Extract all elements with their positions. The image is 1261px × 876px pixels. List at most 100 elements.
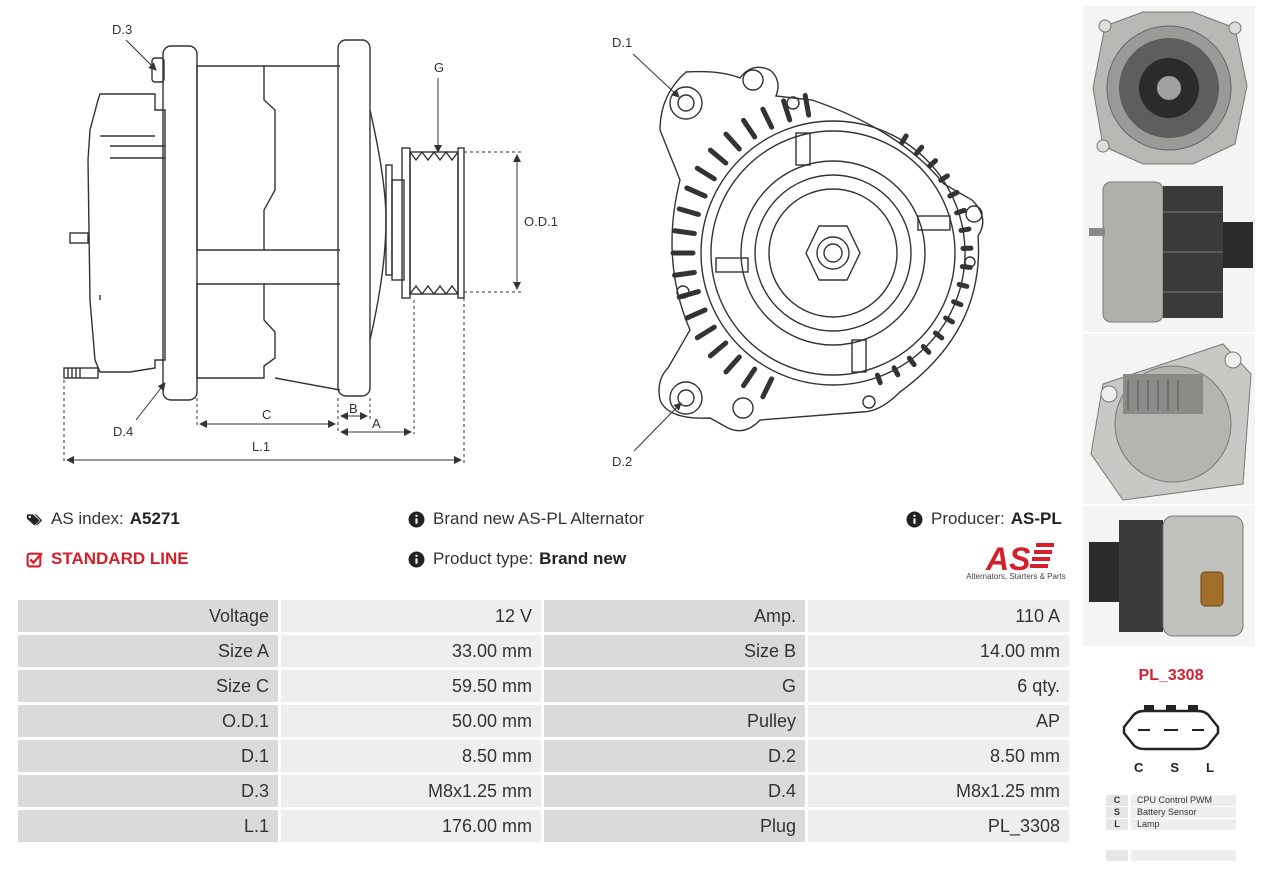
spec-value: 176.00 mm (281, 810, 541, 842)
spec-value: PL_3308 (808, 810, 1069, 842)
cooling-slot (684, 185, 708, 199)
spec-key: D.1 (18, 740, 278, 772)
pin-legend-row (1106, 850, 1236, 861)
cooling-slot (920, 344, 932, 355)
cooling-slot (943, 315, 956, 325)
product-type-label: Product type: (433, 549, 534, 568)
cooling-slot (760, 376, 775, 400)
spec-value: 50.00 mm (281, 705, 541, 737)
info-circle-icon (906, 511, 923, 527)
cooling-slot (954, 207, 967, 216)
standard-line-badge: STANDARD LINE (26, 549, 189, 569)
spec-value: AP (808, 705, 1069, 737)
info-circle-icon (408, 511, 425, 527)
description-text: Brand new AS-PL Alternator (433, 509, 645, 528)
cooling-slot (958, 226, 972, 233)
dimension-labels: D.3 D.4 G O.D.1 B A C L.1 D.1 D.2 (112, 22, 632, 469)
cooling-slot (672, 269, 697, 278)
spec-value: 8.50 mm (281, 740, 541, 772)
plug-pin-labels: C S L (1134, 760, 1214, 775)
logo-caption: Alternators, Starters & Parts (966, 572, 1066, 581)
pin-key: C (1106, 795, 1128, 806)
cooling-slot (707, 340, 729, 359)
cooling-slot (947, 190, 960, 199)
label-g: G (434, 60, 444, 75)
cooling-slot (932, 330, 945, 341)
label-c: C (262, 407, 271, 422)
check-square-icon (26, 551, 43, 567)
pin-description (1131, 850, 1236, 861)
label-d4: D.4 (113, 424, 133, 439)
label-b: B (349, 401, 358, 416)
pin-label: S (1170, 760, 1180, 775)
standard-line-label: STANDARD LINE (51, 549, 189, 568)
info-circle-icon (408, 551, 425, 567)
cooling-slot (802, 92, 812, 118)
pin-key: L (1106, 819, 1128, 830)
product-type-value: Brand new (539, 549, 627, 568)
label-od1: O.D.1 (524, 214, 558, 229)
spec-value: 110 A (808, 600, 1069, 632)
producer-label: Producer: (931, 509, 1005, 528)
front-view (658, 66, 984, 432)
product-photo-side (1083, 172, 1255, 332)
pin-legend-row: S Battery Sensor (1106, 807, 1236, 818)
side-dimensions (63, 39, 522, 464)
technical-drawing: D.3 D.4 G O.D.1 B A C L.1 D.1 D.2 (63, 22, 984, 469)
cooling-slot (723, 354, 742, 375)
pin-legend: C CPU Control PWM S Battery Sensor L Lam… (1106, 795, 1236, 862)
spec-value: 12 V (281, 600, 541, 632)
cooling-slot (694, 165, 717, 182)
spec-value: 8.50 mm (808, 740, 1069, 772)
spec-value: 33.00 mm (281, 635, 541, 667)
spec-key: Pulley (544, 705, 805, 737)
label-d1: D.1 (612, 35, 632, 50)
spec-key: Amp. (544, 600, 805, 632)
spec-value: M8x1.25 mm (808, 775, 1069, 807)
cooling-slot (694, 324, 717, 341)
plug-connector-icon (1122, 705, 1220, 751)
pin-key: S (1106, 807, 1128, 818)
cooling-slot (874, 372, 883, 386)
as-index: AS index: A5271 (26, 509, 180, 529)
svg-text:AS: AS (985, 541, 1031, 577)
cooling-slot (891, 365, 901, 378)
front-cooling-slots (670, 92, 974, 400)
product-photo-rear (1083, 334, 1255, 504)
spec-key: Size B (544, 635, 805, 667)
cooling-slot (676, 206, 701, 217)
label-d2: D.2 (612, 454, 632, 469)
spec-value: M8x1.25 mm (281, 775, 541, 807)
cooling-slot (723, 131, 742, 152)
description: Brand new AS-PL Alternator (408, 509, 644, 529)
product-photo-connector-side (1083, 506, 1255, 646)
pin-description: Battery Sensor (1131, 807, 1236, 818)
spec-key: Size A (18, 635, 278, 667)
spec-key: O.D.1 (18, 705, 278, 737)
product-photo-front (1083, 6, 1255, 172)
cooling-slot (914, 144, 925, 156)
cooling-slot (707, 147, 729, 166)
spec-key: D.4 (544, 775, 805, 807)
spec-key: L.1 (18, 810, 278, 842)
as-index-value: A5271 (129, 509, 180, 528)
plug-code: PL_3308 (1138, 667, 1204, 684)
cooling-slot (781, 98, 793, 123)
producer: Producer: AS-PL (906, 509, 1062, 529)
cooling-slot (741, 366, 758, 389)
cooling-slot (741, 117, 758, 140)
pin-label: C (1134, 760, 1144, 775)
pin-legend-row: L Lamp (1106, 819, 1236, 830)
spec-value: 59.50 mm (281, 670, 541, 702)
cooling-slot (672, 228, 697, 237)
cooling-slot (927, 158, 939, 169)
pin-description: Lamp (1131, 819, 1236, 830)
spec-key: Plug (544, 810, 805, 842)
cooling-slot (899, 133, 909, 146)
label-d3: D.3 (112, 22, 132, 37)
spec-value: 14.00 mm (808, 635, 1069, 667)
